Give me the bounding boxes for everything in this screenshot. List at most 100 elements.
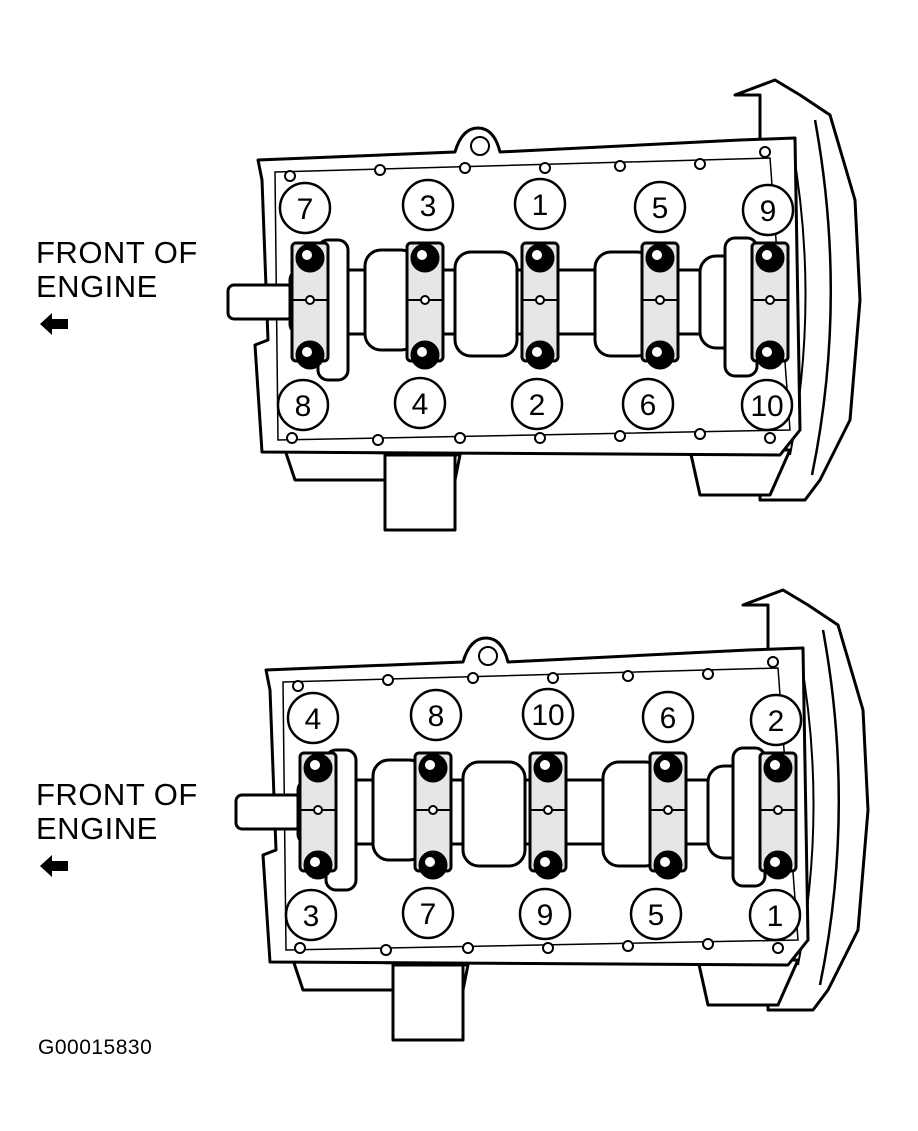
- oil-pump-pickup: [391, 963, 465, 1042]
- bolt-hole: [534, 432, 546, 444]
- front-of-engine-label: FRONT OF ENGINE: [36, 778, 198, 846]
- bolt-hole: [292, 680, 304, 692]
- crank-throw: [453, 250, 519, 358]
- bolt-hole: [539, 162, 551, 174]
- bolt-highlight: [652, 347, 662, 357]
- bolt-hole: [614, 160, 626, 172]
- oil-pump-pickup: [383, 453, 457, 532]
- gasket-line: [274, 157, 791, 441]
- sequence-number-circle: [749, 693, 803, 747]
- sequence-number: 3: [303, 900, 320, 933]
- bolt-hole: [374, 164, 386, 176]
- sequence-number-circle: [629, 887, 683, 941]
- sequence-number: 1: [767, 900, 784, 933]
- bolt-hole: [478, 646, 498, 666]
- front-label-line2: ENGINE: [36, 811, 158, 846]
- sequence-number-circle: [286, 691, 340, 745]
- sequence-number: 9: [760, 195, 777, 228]
- bolt-hole: [470, 136, 490, 156]
- bolt-hole: [462, 942, 474, 954]
- sequence-number: 7: [297, 193, 314, 226]
- sequence-number-circle: [401, 886, 455, 940]
- sequence-number-circle: [621, 377, 675, 431]
- sequence-number-circle: [393, 376, 447, 430]
- cap-dowel: [535, 295, 545, 305]
- sequence-number: 3: [420, 190, 437, 223]
- cap-dowel: [543, 805, 553, 815]
- sequence-number: 10: [750, 390, 783, 423]
- bolt-hole: [702, 668, 714, 680]
- bolt-hole: [764, 432, 776, 444]
- crankshaft-nose: [226, 283, 295, 321]
- sequence-number: 1: [532, 189, 549, 222]
- sequence-number-circle: [633, 180, 687, 234]
- bolt-hole: [702, 938, 714, 950]
- sequence-number: 8: [428, 700, 445, 733]
- cap-dowel: [773, 805, 783, 815]
- sequence-number: 2: [529, 389, 546, 422]
- cap-dowel: [305, 295, 315, 305]
- sequence-number: 5: [648, 899, 665, 932]
- sequence-number-circle: [741, 183, 795, 237]
- sequence-number: 7: [420, 898, 437, 931]
- cap-dowel: [313, 805, 323, 815]
- front-label-line2: ENGINE: [36, 269, 158, 304]
- sequence-number-circle: [748, 888, 802, 942]
- bolt-highlight: [770, 760, 780, 770]
- front-of-engine-label: FRONT OF ENGINE: [36, 236, 198, 304]
- sequence-number: 6: [660, 702, 677, 735]
- bolt-highlight: [532, 347, 542, 357]
- bolt-highlight: [310, 760, 320, 770]
- sequence-number: 4: [412, 388, 429, 421]
- sequence-number: 2: [768, 705, 785, 738]
- bolt-hole: [622, 940, 634, 952]
- bolt-highlight: [302, 250, 312, 260]
- sequence-number-circle: [513, 177, 567, 231]
- sequence-number-circle: [276, 378, 330, 432]
- sequence-number: 9: [537, 899, 554, 932]
- cap-dowel: [655, 295, 665, 305]
- sequence-number: 6: [640, 389, 657, 422]
- bolt-hole: [467, 672, 479, 684]
- front-label-line1: FRONT OF: [36, 235, 198, 270]
- sequence-number-circle: [641, 690, 695, 744]
- sequence-number: 10: [531, 699, 564, 732]
- bolt-hole: [380, 944, 392, 956]
- bolt-highlight: [302, 347, 312, 357]
- sequence-number-circle: [521, 687, 575, 741]
- bolt-hole: [454, 432, 466, 444]
- sequence-number-circle: [284, 888, 338, 942]
- bolt-highlight: [652, 250, 662, 260]
- sequence-number: 5: [652, 192, 669, 225]
- bolt-hole: [286, 432, 298, 444]
- sequence-number: 4: [305, 703, 322, 736]
- diagram-panel-bottom: FRONT OF ENGINE 4 8 10 6 2 3 7 9 5 1: [0, 560, 918, 1080]
- bell-housing-rim: [818, 629, 841, 986]
- bolt-highlight: [762, 250, 772, 260]
- cap-dowel: [765, 295, 775, 305]
- cap-dowel: [420, 295, 430, 305]
- crankshaft-nose: [234, 793, 303, 831]
- bolt-hole: [694, 428, 706, 440]
- figure-id: G00015830: [38, 1036, 153, 1059]
- sequence-number-circle: [409, 688, 463, 742]
- bolt-hole: [459, 162, 471, 174]
- left-arrow-icon: [40, 313, 68, 335]
- sequence-number-circle: [518, 887, 572, 941]
- bolt-highlight: [532, 250, 542, 260]
- bolt-hole: [372, 434, 384, 446]
- bolt-hole: [767, 656, 779, 668]
- engine-block-drawing: 4 8 10 6 2 3 7 9 5 1: [234, 588, 870, 1042]
- bolt-hole: [382, 674, 394, 686]
- bolt-highlight: [762, 347, 772, 357]
- bolt-hole: [694, 158, 706, 170]
- front-label-line1: FRONT OF: [36, 777, 198, 812]
- bolt-highlight: [660, 760, 670, 770]
- bolt-highlight: [770, 857, 780, 867]
- bolt-highlight: [310, 857, 320, 867]
- bolt-highlight: [425, 857, 435, 867]
- bolt-hole: [547, 672, 559, 684]
- sequence-number-circle: [510, 377, 564, 431]
